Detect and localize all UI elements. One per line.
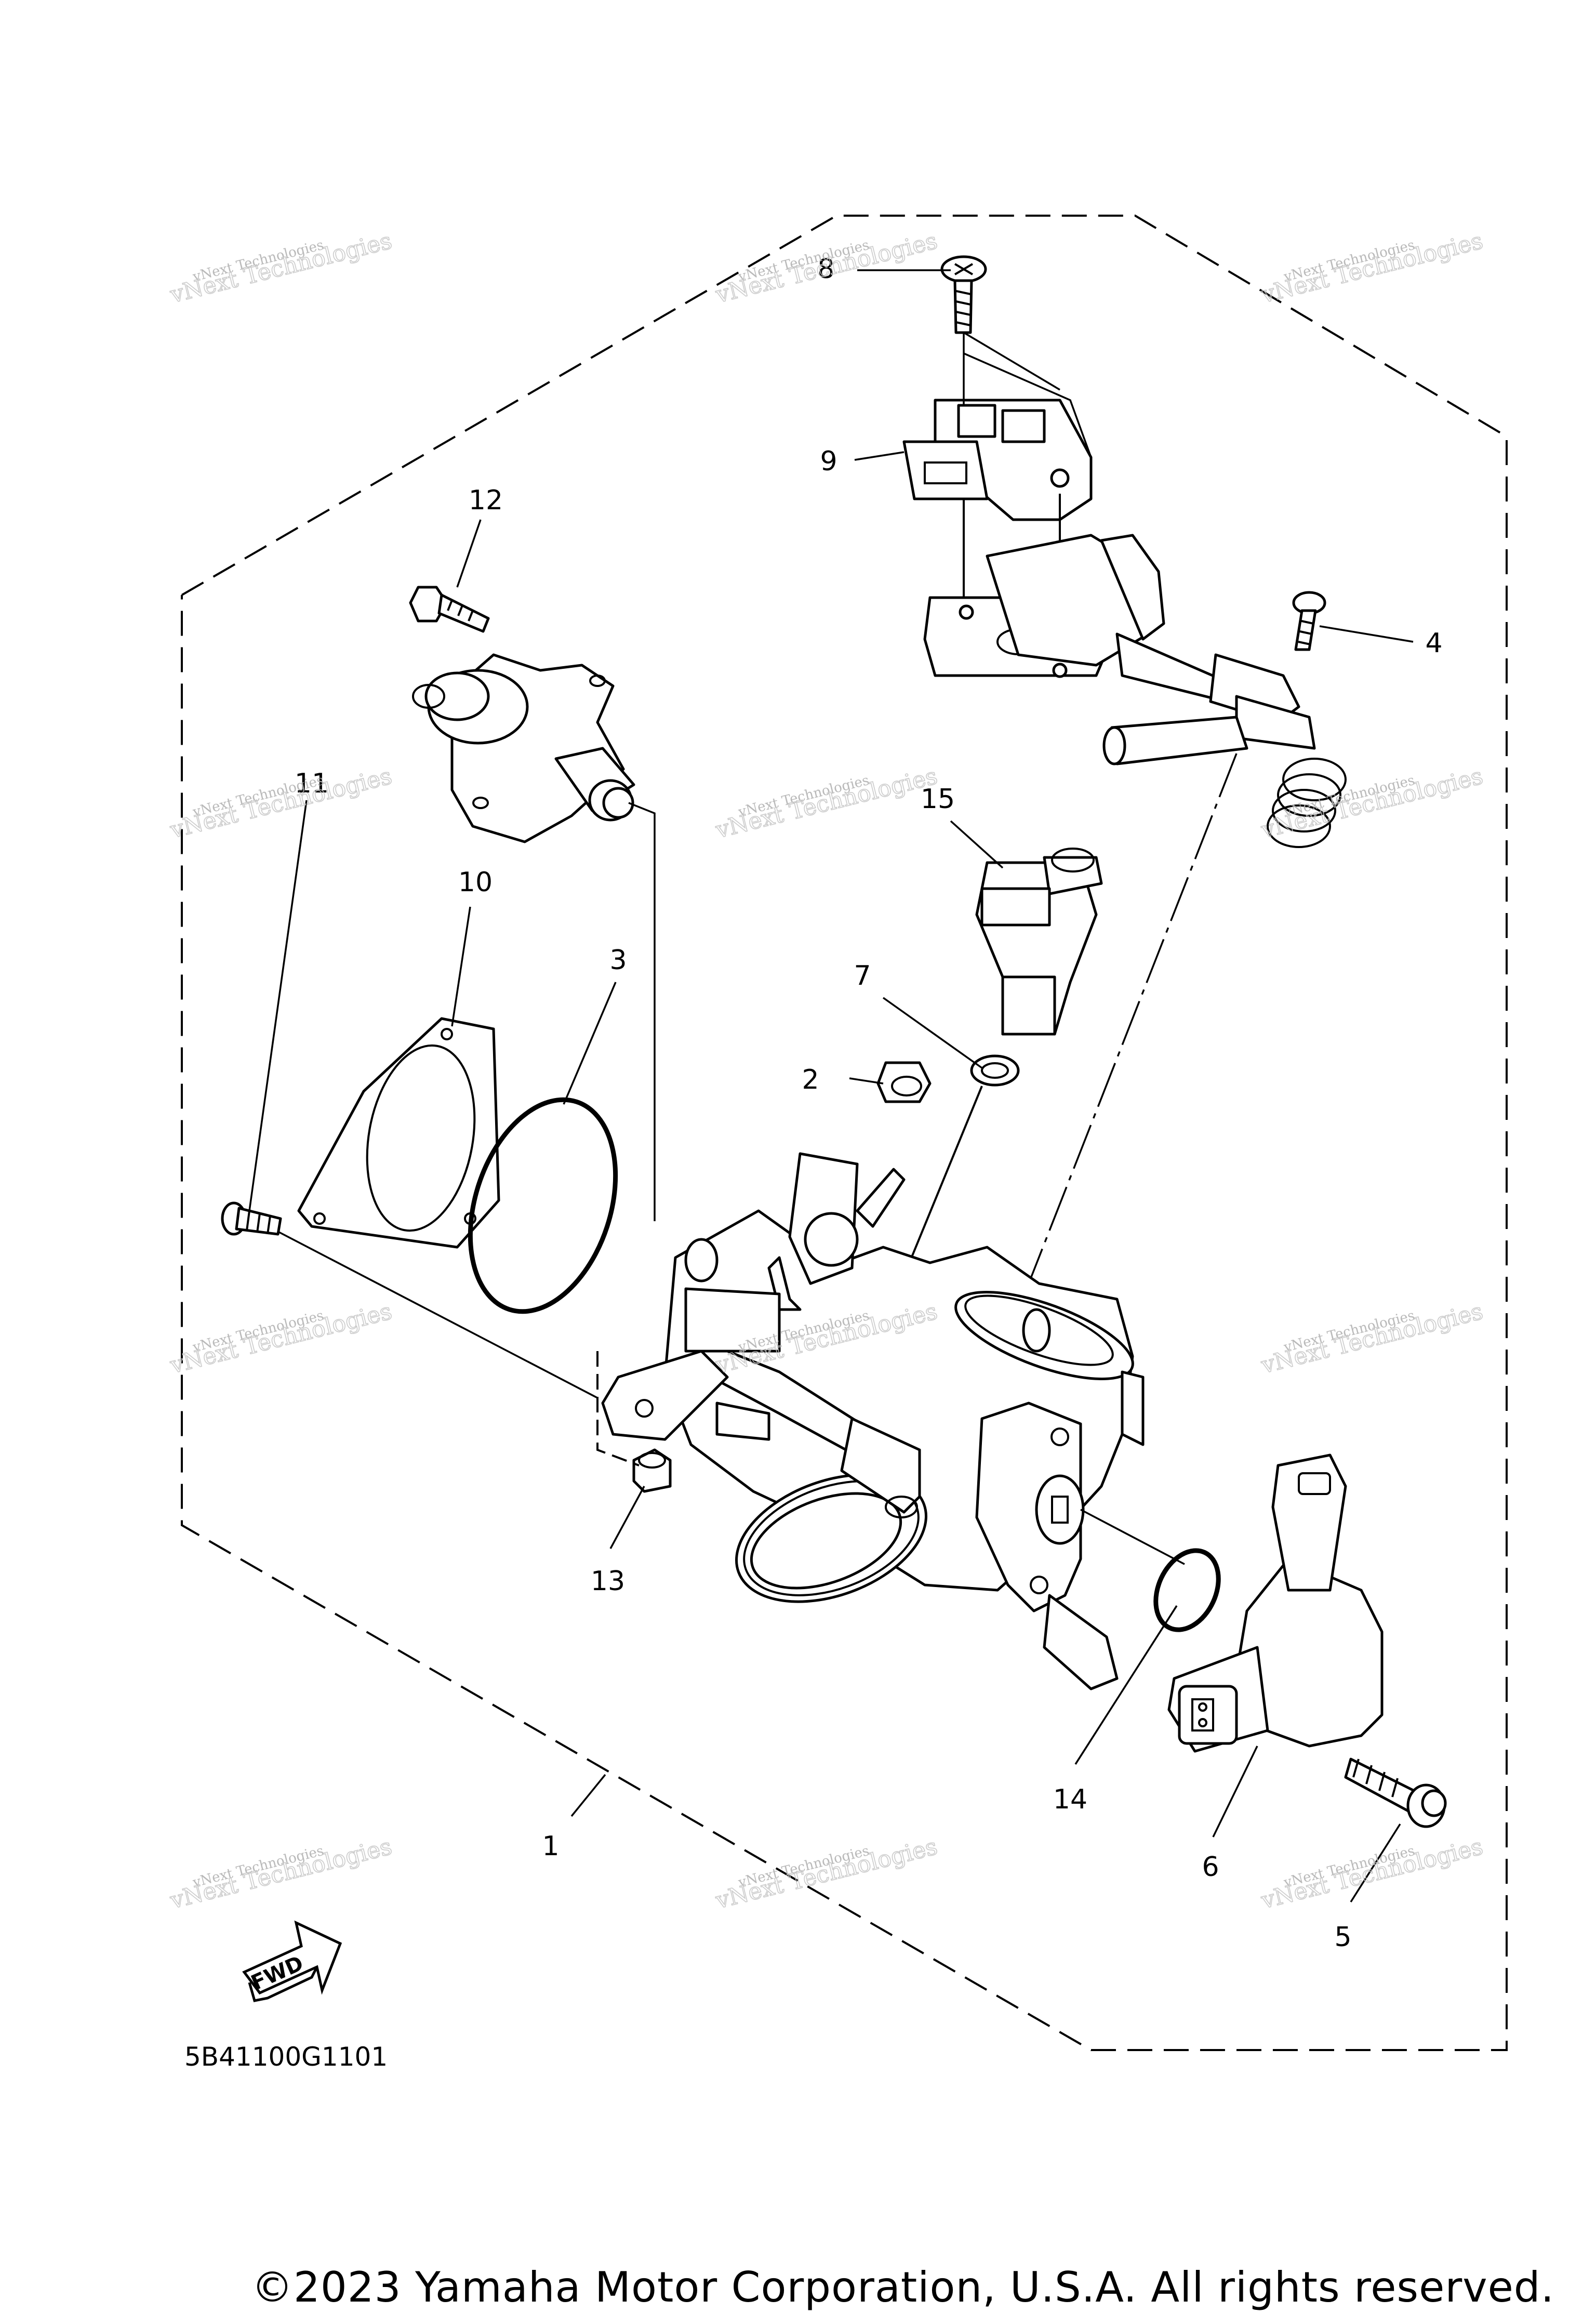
return-spring	[1267, 758, 1347, 848]
part-13-plug[interactable]	[632, 1448, 672, 1493]
callout-15: 15	[921, 784, 955, 815]
throttle-lever-bracket	[923, 534, 1316, 765]
idle-control-valve	[412, 653, 635, 843]
part-9-sensor[interactable]	[902, 399, 1093, 521]
part-7-collar[interactable]	[970, 1054, 1020, 1087]
part-5-bolt[interactable]	[1344, 1757, 1447, 1828]
callout-6: 6	[1202, 1852, 1219, 1883]
callout-10: 10	[458, 867, 493, 898]
tps-mount-plate	[975, 1402, 1119, 1690]
part-11-screw[interactable]	[221, 1201, 282, 1236]
callout-1: 1	[542, 1831, 559, 1862]
callout-9: 9	[820, 446, 837, 477]
callout-3: 3	[609, 945, 627, 976]
callout-12: 12	[469, 485, 503, 516]
callout-11: 11	[295, 768, 329, 799]
part-2-nut[interactable]	[876, 1061, 932, 1103]
callouts: 1 2 3 4 5 6 7 8 9 10 11 12 13 14 15	[295, 254, 1443, 1953]
callout-8: 8	[817, 254, 834, 285]
callout-2: 2	[802, 1064, 819, 1095]
part-12-bolt[interactable]	[409, 586, 490, 633]
assembly-boundary	[181, 215, 1508, 2051]
callout-5: 5	[1334, 1922, 1351, 1953]
part-8-screw[interactable]	[940, 255, 987, 334]
part-6-tps[interactable]	[1167, 1453, 1384, 1753]
drawing-code: 5B41100G1101	[184, 2042, 388, 2072]
part-3-o-ring[interactable]	[445, 1081, 641, 1330]
callout-14: 14	[1053, 1784, 1087, 1815]
callout-13: 13	[591, 1566, 625, 1597]
copyright-notice: ©2023 Yamaha Motor Corporation, U.S.A. A…	[251, 2263, 1554, 2311]
part-4-screw[interactable]	[1292, 591, 1326, 651]
part-10-flange[interactable]	[297, 1017, 500, 1249]
fwd-arrow-icon: FWD	[242, 1920, 342, 2002]
part-15-injector[interactable]	[975, 848, 1103, 1036]
callout-7: 7	[854, 960, 871, 992]
leader-lines	[248, 269, 1414, 1902]
part-14-o-ring[interactable]	[1143, 1540, 1230, 1640]
callout-4: 4	[1425, 628, 1442, 659]
